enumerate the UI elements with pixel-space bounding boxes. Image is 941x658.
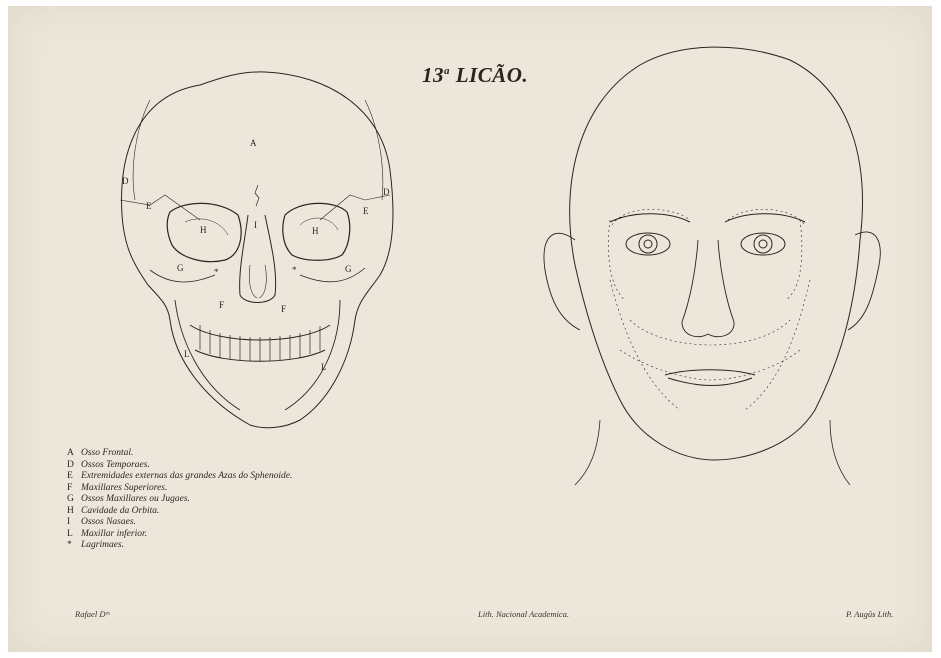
svg-text:E: E: [146, 201, 152, 211]
svg-text:I: I: [254, 220, 257, 230]
svg-text:G: G: [345, 264, 352, 274]
skull-drawing: [120, 72, 393, 428]
skull-labels: A D D E E H H I G G F F L L * *: [122, 138, 390, 372]
svg-text:L: L: [321, 362, 327, 372]
svg-text:F: F: [219, 300, 224, 310]
svg-text:*: *: [292, 265, 297, 275]
svg-text:H: H: [312, 226, 319, 236]
svg-text:L: L: [184, 349, 190, 359]
svg-text:G: G: [177, 263, 184, 273]
svg-text:D: D: [383, 187, 390, 197]
face-drawing: [544, 47, 880, 485]
svg-text:F: F: [281, 304, 286, 314]
svg-text:H: H: [200, 225, 207, 235]
legend-item: *Lagrimaes.: [67, 540, 367, 552]
svg-text:A: A: [250, 138, 257, 148]
svg-text:E: E: [363, 206, 369, 216]
credit-lithographer: P. Augûs Lith.: [846, 609, 893, 619]
credit-lithographer-house: Lith. Nacional Academica.: [478, 609, 569, 619]
svg-text:*: *: [214, 267, 219, 277]
credit-draughtsman: Rafael Dᵉˢ: [75, 609, 109, 619]
svg-text:D: D: [122, 176, 129, 186]
